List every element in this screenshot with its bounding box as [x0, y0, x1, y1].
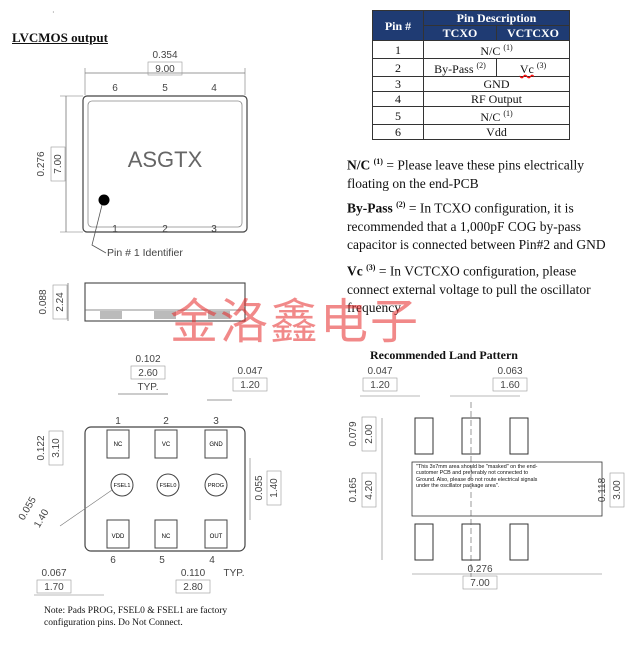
watermark-text: 金洛鑫电子: [170, 294, 421, 350]
pad-label: FSEL1: [114, 483, 131, 489]
pad-label: FSEL0: [160, 483, 177, 489]
pin1-label: Pin # 1 Identifier: [107, 247, 183, 259]
pin-desc: N/C (1): [423, 40, 570, 59]
lp-pitch-in: 0.063: [497, 366, 522, 377]
package-marking: ASGTX: [128, 147, 203, 172]
pad-label: NC: [162, 534, 171, 540]
lp-inner-in: 0.118: [597, 477, 608, 502]
pin-table: Pin # Pin Description TCXO VCTCXO 1 N/C …: [372, 10, 570, 140]
pin-label: 6: [112, 83, 118, 94]
table-row: 5 N/C (1): [372, 106, 570, 125]
pin-number: 3: [372, 76, 424, 92]
pitch-mm: 2.60: [138, 368, 158, 379]
pitch2-mm: 2.80: [183, 582, 203, 593]
pin-header: Pin #: [372, 10, 424, 41]
height-mm: 7.00: [53, 154, 64, 174]
side-height-mm: 2.24: [55, 292, 66, 312]
mask-area: [411, 461, 603, 517]
pitch-typ: TYP.: [138, 382, 159, 393]
bottom-view-drawing: 0.102 2.60 TYP. 0.047 1.20 1 2 3 NC VC G…: [17, 354, 282, 596]
note-nc: N/C (1) = Please leave these pins electr…: [347, 157, 584, 191]
pitch2-typ: TYP.: [224, 568, 245, 579]
mask-note: "This 3x7mm area should be "masked" on t…: [416, 464, 538, 489]
side-height-in: 0.088: [38, 289, 49, 314]
lp-pitch-mm: 1.60: [500, 380, 520, 391]
pin-desc: Vdd: [423, 124, 570, 140]
lp-span-in: 0.165: [348, 477, 359, 502]
pad-label: VC: [162, 442, 171, 448]
pin-label: 5: [159, 555, 165, 566]
pin1-dot-icon: [98, 194, 110, 206]
pin-desc: RF Output: [423, 91, 570, 107]
table-row: 2 By-Pass (2) Vc (3): [372, 58, 570, 77]
lp-pad-width-in: 0.047: [367, 366, 392, 377]
package-outline: [82, 95, 248, 233]
pin-label: 2: [162, 224, 168, 235]
lp-pad-height-in: 0.079: [348, 421, 359, 446]
pin-desc: N/C (1): [423, 106, 570, 125]
pin-desc: GND: [423, 76, 570, 92]
pin-number: 2: [372, 58, 424, 77]
circle-mm: 1.40: [32, 507, 51, 530]
pin-label: 5: [162, 83, 168, 94]
lp-total-in: 0.276: [467, 564, 492, 575]
pin-number: 5: [372, 106, 424, 125]
lp-pad-height-mm: 2.00: [364, 424, 375, 444]
pitch2-in: 0.110: [181, 568, 206, 579]
pin-desc-vctcxo: Vc (3): [496, 58, 570, 77]
row-gap-in: 0.055: [254, 475, 265, 500]
pad-height-in: 0.122: [36, 435, 47, 460]
edge-in: 0.067: [41, 568, 66, 579]
pad-label: VDD: [112, 534, 125, 540]
lp-inner-mm: 3.00: [612, 480, 623, 500]
land-pattern-title: Recommended Land Pattern: [370, 348, 518, 362]
edge-mm: 1.70: [44, 582, 64, 593]
pad-label: GND: [209, 442, 223, 448]
pin-label: 4: [211, 83, 217, 94]
pad-height-mm: 3.10: [51, 438, 62, 458]
pin-label: 3: [211, 224, 217, 235]
table-row: 6 Vdd: [372, 124, 570, 140]
pin-number: 1: [372, 40, 424, 59]
table-row: 4 RF Output: [372, 91, 570, 107]
width-mm: 9.00: [155, 64, 175, 75]
row-gap-mm: 1.40: [269, 478, 280, 498]
desc-header: Pin Description: [423, 10, 570, 26]
lp-span-mm: 4.20: [364, 480, 375, 500]
top-view-drawing: 0.354 9.00 6 5 4 ASGTX 1 2 3 Pin # 1 Ide…: [36, 50, 248, 322]
pad-width-in: 0.047: [237, 366, 262, 377]
pin-desc-tcxo: By-Pass (2): [423, 58, 497, 77]
pin-label: 2: [163, 416, 169, 427]
pin-label: 6: [110, 555, 116, 566]
bottom-note: Note: Pads PROG, FSEL0 & FSEL1 are facto…: [44, 606, 228, 628]
pin-label: 1: [112, 224, 118, 235]
table-row: 3 GND: [372, 76, 570, 92]
vctcxo-header: VCTCXO: [496, 25, 570, 41]
section-title: LVCMOS output: [12, 30, 108, 45]
lp-pad-width-mm: 1.20: [370, 380, 390, 391]
pad-label: NC: [114, 442, 123, 448]
pad-label: PROG: [208, 483, 224, 489]
tcxo-header: TCXO: [423, 25, 497, 41]
pin-number: 4: [372, 91, 424, 107]
pitch-in: 0.102: [135, 354, 160, 365]
pin-label: 4: [209, 555, 215, 566]
note-vc: Vc (3) = In VCTCXO configuration, please…: [347, 263, 591, 315]
decorative-dot: ·: [52, 8, 55, 17]
pin-number: 6: [372, 124, 424, 140]
height-in: 0.276: [36, 151, 47, 176]
lp-total-mm: 7.00: [470, 578, 490, 589]
note-bypass: By-Pass (2) = In TCXO configuration, it …: [347, 200, 606, 252]
table-row: 1 N/C (1): [372, 40, 570, 59]
pin-label: 3: [213, 416, 219, 427]
pin-label: 1: [115, 416, 121, 427]
pad-width-mm: 1.20: [240, 380, 260, 391]
width-in: 0.354: [152, 50, 177, 61]
pad-label: OUT: [210, 534, 223, 540]
land-pattern-drawing: 0.047 1.20 0.063 1.60 "This 3x7mm area s…: [348, 366, 625, 590]
